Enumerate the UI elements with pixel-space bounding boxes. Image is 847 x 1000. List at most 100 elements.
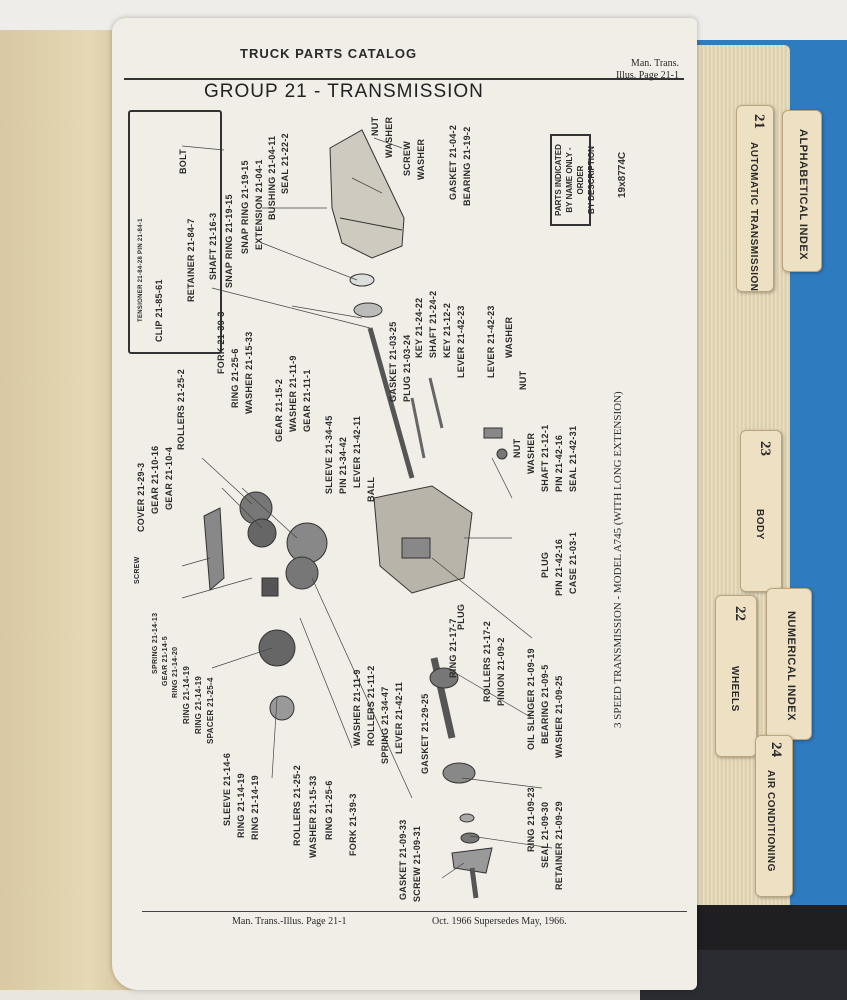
tab-numerical-index[interactable]: NUMERICAL INDEX [766, 588, 812, 740]
label-gasket: GASKET 21-03-25 [388, 321, 398, 402]
label-gear: GEAR 21-15-2 [274, 378, 284, 442]
header-rule [124, 78, 684, 80]
exploded-view-diagram [181, 129, 553, 899]
label-spacer: SPACER 21-25-4 [206, 677, 215, 744]
label-gear: GEAR 21-10-16 [150, 445, 160, 514]
tab-number: 24 [768, 742, 784, 757]
label-shaft: SHAFT 21-16-3 [208, 212, 218, 280]
label-lever: LEVER 21-42-11 [394, 681, 404, 754]
label-washer: WASHER 21-09-25 [554, 675, 564, 758]
label-sleeve: SLEEVE 21-14-6 [222, 752, 232, 826]
label-lever: LEVER 21-42-11 [352, 415, 362, 488]
label-fork: FORK 21-39-3 [216, 311, 226, 374]
label-bushing: BUSHING 21-04-11 [267, 135, 277, 220]
label-key: KEY 21-12-2 [442, 302, 452, 358]
label-seal: SEAL 21-42-31 [568, 425, 578, 492]
label-ring: RING 21-17-7 [448, 618, 458, 678]
label-washer: WASHER 21-11-9 [288, 355, 298, 432]
label-snap-ring: SNAP RING 21-19-15 [240, 160, 250, 254]
label-nut: NUT [370, 116, 380, 136]
footer-date: Oct. 1966 Supersedes May, 1966. [432, 916, 567, 927]
tab-label: ALPHABETICAL INDEX [797, 129, 809, 261]
label-nut: NUT [512, 438, 522, 458]
label-gear: GEAR 21-10-4 [164, 446, 174, 510]
label-washer: WASHER [384, 116, 394, 158]
label-spring: SPRING 21-14-13 [152, 612, 159, 674]
page-reference-line2: Illus. Page 21-1 [615, 70, 679, 81]
tab-label: BODY [754, 509, 765, 540]
label-fork: FORK 21-39-3 [348, 793, 358, 856]
label-screw: SCREW [402, 141, 412, 176]
label-pin: PIN 21-42-16 [554, 538, 564, 596]
label-bolt: BOLT [178, 148, 188, 174]
tab-alphabetical-index[interactable]: ALPHABETICAL INDEX [782, 110, 822, 272]
tab-wheels[interactable]: 22 WHEELS [715, 595, 757, 757]
label-seal: SEAL 21-09-30 [540, 801, 550, 868]
label-lever: LEVER 21-42-23 [456, 305, 466, 378]
label-cover: COVER 21-29-3 [136, 462, 146, 532]
tab-automatic-transmission[interactable]: 21 AUTOMATIC TRANSMISSION [736, 105, 774, 292]
label-ring: RING 21-14-19 [236, 773, 246, 838]
label-pinion: PINION 21-09-2 [496, 637, 506, 706]
label-shaft: SHAFT 21-12-1 [540, 424, 550, 492]
tab-air-conditioning[interactable]: 24 AIR CONDITIONING [755, 735, 793, 897]
inset-detail-box: BOLT RETAINER 21-84-7 CLIP 21-85-61 TENS… [128, 110, 222, 354]
group-title: GROUP 21 - TRANSMISSION [204, 81, 484, 102]
label-washer: WASHER 21-15-33 [308, 775, 318, 858]
label-screw: SCREW 21-09-31 [412, 825, 422, 902]
label-ring: RING 21-14-19 [194, 675, 203, 734]
label-case: CASE 21-03-1 [568, 531, 578, 594]
label-gasket: GASKET 21-29-25 [420, 693, 430, 774]
page-reference: Man. Trans. Illus. Page 21-1 [597, 58, 679, 82]
label-gear: GEAR 21-14-5 [162, 636, 169, 686]
label-snap-ring: SNAP RING 21-19-15 [224, 194, 234, 288]
label-gasket: GASKET 21-04-2 [448, 124, 458, 200]
label-rollers: ROLLERS 21-25-2 [292, 764, 302, 846]
tab-number: 21 [751, 114, 767, 129]
parts-notice-box: PARTS INDICATED BY NAME ONLY - ORDER BY … [550, 134, 596, 226]
catalog-title: TRUCK PARTS CATALOG [240, 46, 418, 61]
tab-label: AUTOMATIC TRANSMISSION [748, 142, 759, 292]
notice-line: BY NAME ONLY - ORDER [565, 147, 585, 213]
label-oil-slinger: OIL SLINGER 21-09-19 [526, 648, 536, 750]
tab-label: WHEELS [729, 666, 740, 712]
label-washer: WASHER [526, 432, 536, 474]
label-extension: EXTENSION 21-04-1 [254, 159, 264, 250]
illustration-number: 19x8774C [617, 151, 628, 198]
label-rollers: ROLLERS 21-25-2 [176, 368, 186, 450]
tab-number: 22 [732, 606, 748, 621]
label-ring: RING 21-14-19 [182, 665, 191, 724]
label-plug: PLUG 21-03-24 [402, 334, 412, 402]
label-washer: WASHER 21-15-33 [244, 331, 254, 414]
label-rollers: ROLLERS 21-17-2 [482, 620, 492, 702]
label-nut: NUT [518, 370, 528, 390]
tab-label: AIR CONDITIONING [765, 770, 776, 872]
label-ring: RING 21-14-19 [250, 775, 260, 840]
label-washer: WASHER [416, 138, 426, 180]
label-spring: SPRING 21-34-47 [380, 686, 390, 764]
label-seal: SEAL 21-22-2 [280, 133, 290, 194]
label-inset-small: TENSIONER 21-84-28 PIN 21-84-1 [138, 218, 144, 322]
notice-line: BY DESCRIPTION [587, 146, 596, 214]
label-pin: PIN 21-34-42 [338, 436, 348, 494]
label-shaft: SHAFT 21-24-2 [428, 290, 438, 358]
tab-body[interactable]: 23 BODY [740, 430, 782, 592]
label-ring: RING 21-09-23 [526, 787, 536, 852]
label-clip: CLIP 21-85-61 [154, 279, 164, 342]
page-reference-line1: Man. Trans. [630, 58, 679, 69]
label-screw: SCREW [134, 556, 141, 584]
figure-caption: 3 SPEED TRANSMISSION - MODEL A745 (WITH … [612, 391, 624, 728]
footer-page-reference: Man. Trans.-Illus. Page 21-1 [232, 916, 347, 927]
label-lever: LEVER 21-42-23 [486, 305, 496, 378]
label-ring: RING 21-14-20 [172, 646, 179, 698]
tab-label: NUMERICAL INDEX [785, 611, 797, 721]
label-rollers: ROLLERS 21-11-2 [366, 665, 376, 746]
label-plug: PLUG [540, 551, 550, 578]
label-retainer: RETAINER 21-09-29 [554, 801, 564, 890]
label-ring: RING 21-25-6 [230, 348, 240, 408]
label-washer: WASHER [504, 316, 514, 358]
label-key: KEY 21-24-22 [414, 297, 424, 358]
label-ball: BALL [366, 476, 376, 502]
label-retainer: RETAINER 21-84-7 [186, 218, 196, 302]
catalog-page: TRUCK PARTS CATALOG Man. Trans. Illus. P… [112, 18, 697, 990]
